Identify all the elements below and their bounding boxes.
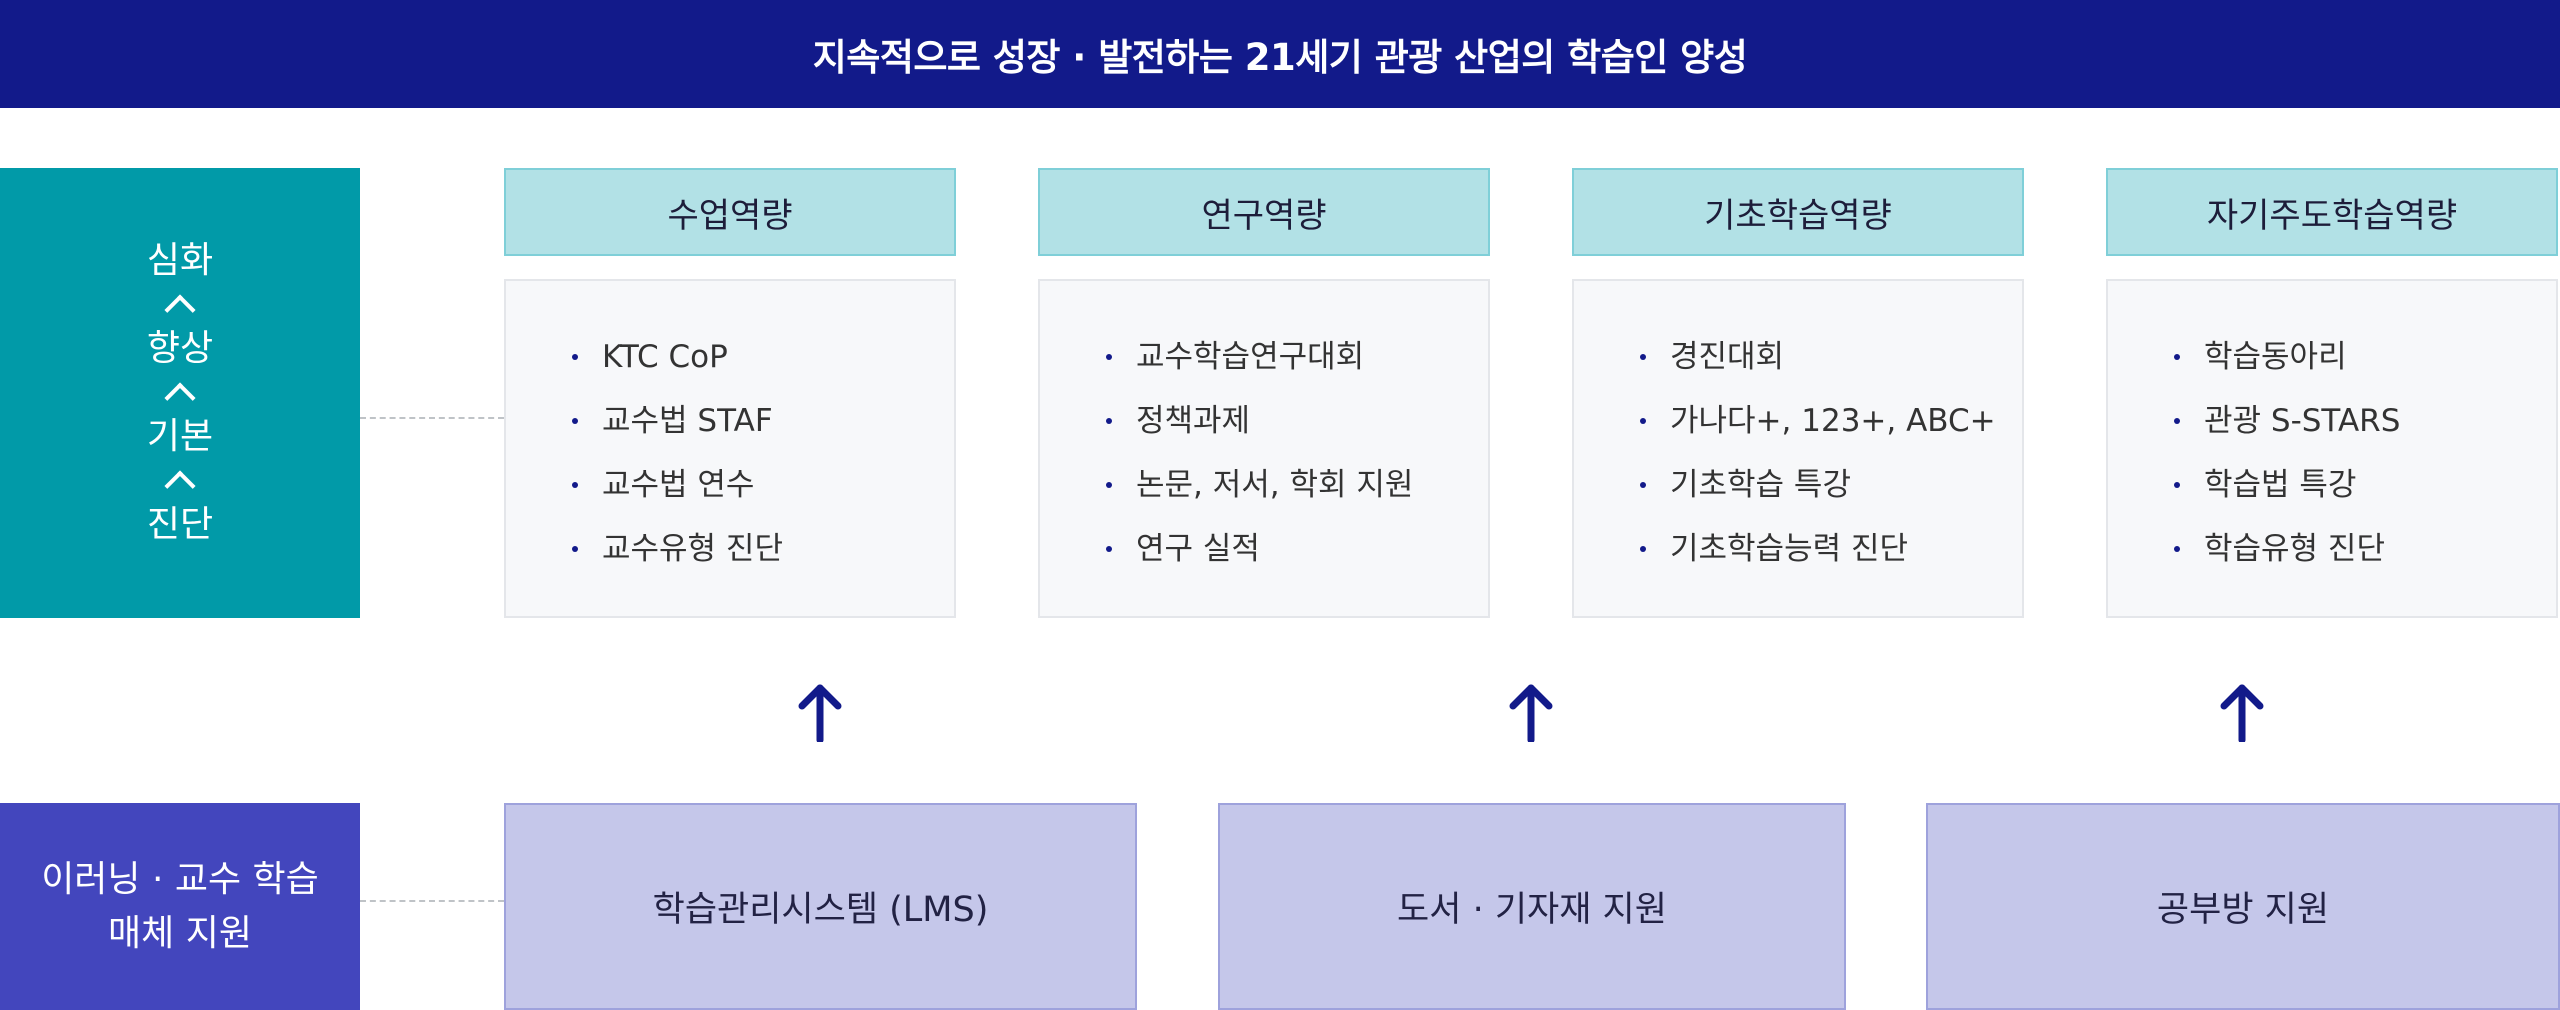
list-item: 학습유형 진단 [2168, 527, 2556, 591]
competency-header-research: 연구역량 [1038, 168, 1490, 256]
competency-title: 자기주도학습역량 [2206, 195, 2458, 236]
list-item: 학습법 특강 [2168, 463, 2556, 527]
list-item: 교수법 연수 [566, 463, 954, 527]
list-item: 논문, 저서, 학회 지원 [1100, 463, 1488, 527]
list-item: 관광 S-STARS [2168, 399, 2556, 463]
competency-list-basic-learning: 경진대회 가나다+, 123+, ABC+ 기초학습 특강 기초학습능력 진단 [1572, 279, 2024, 618]
support-box-study-room: 공부방 지원 [1926, 803, 2560, 1010]
banner-title: 지속적으로 성장 · 발전하는 21세기 관광 산업의 학습인 양성 [812, 36, 1748, 79]
level-box: 심화 향상 기본 진단 [0, 168, 360, 618]
level-diagnosis: 진단 [146, 504, 214, 545]
list-item: 교수유형 진단 [566, 527, 954, 591]
top-banner: 지속적으로 성장 · 발전하는 21세기 관광 산업의 학습인 양성 [0, 0, 2560, 108]
competency-title: 기초학습역량 [1704, 195, 1892, 236]
list-item: 경진대회 [1634, 335, 2022, 399]
arrow-up-icon [1509, 684, 1553, 742]
list-item: 학습동아리 [2168, 335, 2556, 399]
list-item: KTC CoP [566, 335, 954, 399]
media-line-2: 매체 지원 [108, 912, 252, 954]
level-advanced: 심화 [146, 240, 214, 281]
level-basic: 기본 [146, 416, 214, 457]
list-item: 교수학습연구대회 [1100, 335, 1488, 399]
connector-dashed-line [360, 417, 504, 419]
support-label: 공부방 지원 [2156, 890, 2330, 930]
level-improve: 향상 [146, 328, 214, 369]
support-label: 도서 · 기자재 지원 [1397, 890, 1667, 930]
competency-title: 수업역량 [667, 195, 793, 236]
arrow-up-icon [798, 684, 842, 742]
competency-header-self-directed: 자기주도학습역량 [2106, 168, 2558, 256]
list-item: 교수법 STAF [566, 399, 954, 463]
list-item: 기초학습능력 진단 [1634, 527, 2022, 591]
competency-list-research: 교수학습연구대회 정책과제 논문, 저서, 학회 지원 연구 실적 [1038, 279, 1490, 618]
list-item: 정책과제 [1100, 399, 1488, 463]
support-box-books-equipment: 도서 · 기자재 지원 [1218, 803, 1846, 1010]
competency-header-teaching: 수업역량 [504, 168, 956, 256]
list-item: 가나다+, 123+, ABC+ [1634, 399, 2022, 463]
support-box-lms: 학습관리시스템 (LMS) [504, 803, 1137, 1010]
connector-dashed-line [360, 900, 504, 902]
list-item: 연구 실적 [1100, 527, 1488, 591]
competency-title: 연구역량 [1201, 195, 1327, 236]
competency-list-teaching: KTC CoP 교수법 STAF 교수법 연수 교수유형 진단 [504, 279, 956, 618]
competency-header-basic-learning: 기초학습역량 [1572, 168, 2024, 256]
list-item: 기초학습 특강 [1634, 463, 2022, 527]
support-label: 학습관리시스템 (LMS) [652, 890, 989, 930]
media-line-1: 이러닝 · 교수 학습 [41, 858, 319, 900]
competency-list-self-directed: 학습동아리 관광 S-STARS 학습법 특강 학습유형 진단 [2106, 279, 2558, 618]
media-support-box: 이러닝 · 교수 학습 매체 지원 [0, 803, 360, 1010]
arrow-up-icon [2220, 684, 2264, 742]
